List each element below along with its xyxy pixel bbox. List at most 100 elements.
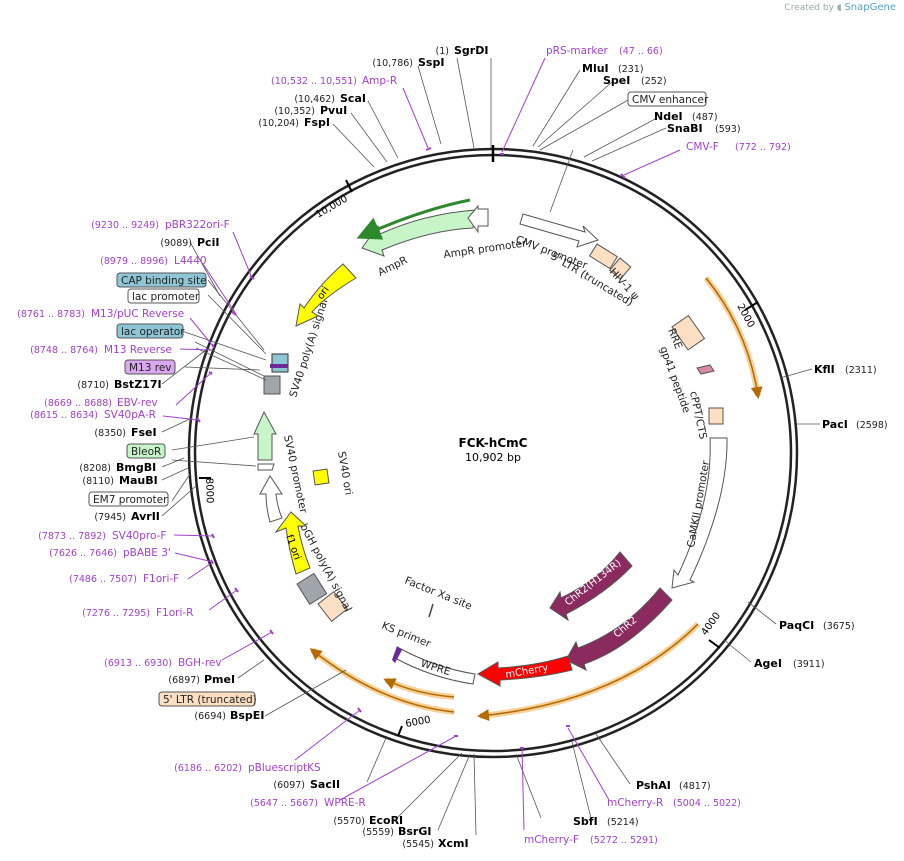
primer-mcherry-r-pos: (5004 .. 5022) [673, 798, 741, 809]
enzyme-pcii-pos: (9089) [160, 238, 192, 249]
enzyme-snabi[interactable]: SnaBI [667, 122, 703, 135]
primer-mcherry-f[interactable]: mCherry-F [524, 834, 579, 846]
enzyme-bstz17i[interactable]: BstZ17I [114, 378, 162, 391]
primer-bgh-rev-pos: (6913 .. 6930) [104, 658, 172, 669]
plasmid-name: FCK-hCmC [459, 436, 528, 450]
factor-xa-mark [428, 603, 434, 618]
enzyme-xcmi[interactable]: XcmI [438, 837, 469, 850]
enzyme-maubi-pos: (8110) [82, 476, 114, 487]
chr2-h134r-label: ChR2(H134R) [563, 558, 623, 609]
enzyme-paqci[interactable]: PaqCI [779, 619, 814, 632]
ks-primer-mark [392, 646, 402, 663]
chr2-h134r-arrow[interactable] [549, 551, 633, 622]
tick-10000: 10,000 [314, 194, 350, 221]
enzyme-pmei-pos: (6897) [168, 675, 200, 686]
primer-l4440[interactable]: L4440 [174, 255, 207, 267]
primer-wpre-r[interactable]: WPRE-R [324, 797, 366, 809]
em7-promoter-box[interactable] [88, 491, 169, 507]
bgh-polya-box[interactable] [296, 572, 328, 606]
enzyme-bmgbi[interactable]: BmgBI [116, 461, 156, 474]
enzyme-agei[interactable]: AgeI [754, 657, 782, 670]
enzyme-bspei[interactable]: BspEI [230, 709, 264, 722]
ltr-gold-arc [703, 276, 761, 397]
chr2-arrow[interactable] [565, 587, 673, 671]
primer-m13-puc-reverse-pos: (8761 .. 8783) [17, 309, 85, 320]
enzyme-fspi-pos: (10,204) [258, 118, 299, 129]
enzyme-ndei-pos: (487) [692, 112, 718, 123]
primer-prs-marker[interactable]: pRS-marker [546, 45, 609, 57]
enzyme-bsrgi[interactable]: BsrGI [398, 825, 431, 838]
enzyme-sspi[interactable]: SspI [418, 56, 444, 69]
enzyme-bspei-pos: (6694) [194, 711, 226, 722]
enzyme-kfli[interactable]: KflI [814, 363, 835, 376]
lac-cluster-box[interactable] [271, 353, 289, 373]
enzyme-fsei[interactable]: FseI [131, 426, 157, 439]
cppt-box[interactable] [708, 407, 724, 425]
enzyme-pvui[interactable]: PvuI [320, 104, 347, 117]
ori-arrow[interactable] [295, 263, 357, 327]
rre-box[interactable] [671, 314, 706, 351]
bleor-arrow[interactable] [253, 410, 277, 461]
primer-cmv-f[interactable]: CMV-F [686, 141, 719, 153]
lac-promoter-box[interactable] [127, 288, 200, 304]
primer-m13-puc-reverse[interactable]: M13/pUC Reverse [91, 308, 184, 320]
cap-binding-site-box[interactable] [116, 272, 207, 288]
primer-pbluescriptks[interactable]: pBluescriptKS [248, 762, 321, 774]
enzyme-spei[interactable]: SpeI [603, 74, 630, 87]
enzyme-fspi[interactable]: FspI [304, 116, 330, 129]
cmv-enhancer-box[interactable] [627, 91, 707, 107]
enzyme-ecori[interactable]: EcoRI [369, 814, 403, 827]
enzyme-maubi[interactable]: MauBI [119, 474, 158, 487]
enzyme-avrii[interactable]: AvrII [131, 510, 160, 523]
f1-ori-arrow[interactable] [274, 511, 311, 575]
wpre-gold-arc-core [477, 623, 699, 722]
tick-8000: 8000 [203, 478, 215, 504]
hiv1-psi-box[interactable] [609, 257, 632, 280]
enzyme-pshai-pos: (4817) [679, 781, 711, 792]
enzyme-sgrdi[interactable]: SgrDI [454, 44, 488, 57]
ampr-promoter-arrow[interactable] [467, 204, 489, 234]
enzyme-ndei[interactable]: NdeI [654, 110, 683, 123]
wpre-box[interactable] [394, 647, 476, 685]
enzyme-paci-pos: (2598) [856, 420, 888, 431]
sv40-polya-box[interactable] [263, 375, 281, 395]
plasmid-length: 10,902 bp [465, 451, 521, 464]
enzyme-pmei[interactable]: PmeI [204, 673, 235, 686]
enzyme-sbfi-pos: (5214) [607, 817, 639, 828]
enzyme-pcii[interactable]: PciI [197, 236, 219, 249]
sv40-promoter-arrow[interactable] [259, 475, 283, 523]
enzyme-pshai[interactable]: PshAI [636, 779, 671, 792]
primer-pbr322ori-f[interactable]: pBR322ori-F [165, 219, 230, 231]
ltr3-box[interactable] [317, 590, 349, 623]
enzyme-kfli-pos: (2311) [845, 365, 877, 376]
enzyme-scai[interactable]: ScaI [340, 92, 366, 105]
primer-sv40pro-f[interactable]: SV40pro-F [112, 530, 166, 542]
ltr-truncated-box[interactable] [158, 691, 256, 707]
primer-f1ori-r[interactable]: F1ori-R [156, 607, 193, 619]
mcherry-arrow[interactable] [476, 655, 573, 687]
enzyme-paci[interactable]: PacI [822, 418, 848, 431]
enzyme-sacii[interactable]: SacII [310, 778, 340, 791]
primer-sv40pa-r-pos: (8615 .. 8634) [30, 410, 98, 421]
primer-f1ori-f[interactable]: F1ori-F [143, 573, 179, 585]
lac-operator-box[interactable] [116, 323, 184, 339]
m13-rev-box[interactable] [124, 359, 176, 375]
ltr5-box[interactable] [588, 243, 619, 270]
primer-ebv-rev[interactable]: EBV-rev [117, 397, 158, 409]
primer-sv40pa-r[interactable]: SV40pA-R [104, 409, 156, 421]
primer-pbabe3[interactable]: pBABE 3' [123, 547, 171, 559]
gp41-arrow[interactable] [696, 364, 715, 375]
camkii-promoter-arrow[interactable] [671, 437, 728, 589]
primer-pbabe3-pos: (7626 .. 7646) [49, 548, 117, 559]
primer-mcherry-r[interactable]: mCherry-R [607, 797, 663, 809]
primer-amp-r[interactable]: Amp-R [362, 75, 397, 87]
bleor-box[interactable] [126, 443, 166, 459]
ampr-arrow[interactable] [361, 209, 476, 257]
cmv-promoter-arrow[interactable] [519, 213, 599, 248]
enzyme-sbfi[interactable]: SbfI [573, 815, 598, 828]
sv40-ori-box[interactable] [312, 468, 330, 486]
primer-m13-reverse[interactable]: M13 Reverse [104, 344, 172, 356]
primer-bgh-rev[interactable]: BGH-rev [178, 657, 222, 669]
enzyme-mlui[interactable]: MluI [582, 62, 609, 75]
